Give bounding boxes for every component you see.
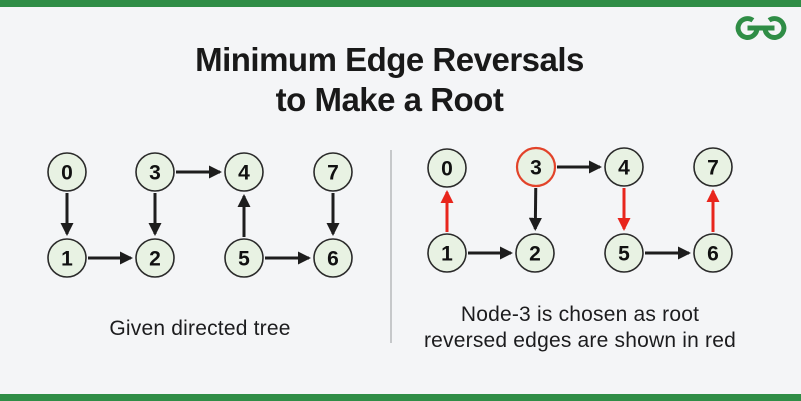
svg-text:6: 6 (327, 248, 339, 271)
svg-text:5: 5 (618, 243, 630, 266)
graph-node-1: 1 (427, 233, 467, 273)
svg-text:0: 0 (441, 158, 453, 181)
svg-text:1: 1 (441, 243, 453, 266)
bottom-accent-bar (0, 394, 801, 401)
svg-text:4: 4 (618, 157, 630, 180)
graph-node-5: 5 (224, 238, 264, 278)
svg-text:5: 5 (238, 248, 250, 271)
title-line-1: Minimum Edge Reversals (195, 41, 584, 78)
right-caption-line-1: Node-3 is chosen as root (460, 303, 700, 326)
svg-text:3: 3 (149, 162, 161, 185)
graph-node-7: 7 (693, 147, 733, 187)
right-caption-line-2: reversed edges are shown in red (423, 328, 737, 352)
graph-node-0: 0 (427, 148, 467, 188)
geeksforgeeks-logo-icon (734, 15, 788, 41)
graph-node-3: 3 (515, 146, 557, 188)
svg-text:7: 7 (327, 162, 339, 185)
graph-node-3: 3 (135, 152, 175, 192)
figure-title: Minimum Edge Reversals to Make a Root (0, 40, 779, 120)
right-caption: Node-3 is chosen as root reversed edges … (398, 302, 762, 353)
graph-node-1: 1 (47, 238, 87, 278)
svg-text:2: 2 (149, 248, 161, 271)
graph-node-0: 0 (47, 152, 87, 192)
graph-node-2: 2 (135, 238, 175, 278)
svg-text:4: 4 (238, 162, 250, 185)
left-caption: Given directed tree (20, 316, 380, 342)
svg-text:7: 7 (707, 157, 719, 180)
svg-text:1: 1 (61, 248, 73, 271)
top-accent-bar (0, 0, 801, 7)
graph-node-2: 2 (515, 233, 555, 273)
graph-node-4: 4 (224, 152, 264, 192)
left-caption-text: Given directed tree (109, 317, 291, 340)
svg-text:6: 6 (707, 243, 719, 266)
graph-node-7: 7 (313, 152, 353, 192)
graph-node-4: 4 (604, 147, 644, 187)
title-line-2: to Make a Root (275, 81, 504, 118)
svg-text:0: 0 (61, 162, 73, 185)
graph-node-6: 6 (693, 233, 733, 273)
graph-node-5: 5 (604, 233, 644, 273)
svg-text:2: 2 (529, 243, 541, 266)
graph-node-6: 6 (313, 238, 353, 278)
panel-divider (390, 150, 392, 343)
svg-text:3: 3 (530, 157, 542, 180)
